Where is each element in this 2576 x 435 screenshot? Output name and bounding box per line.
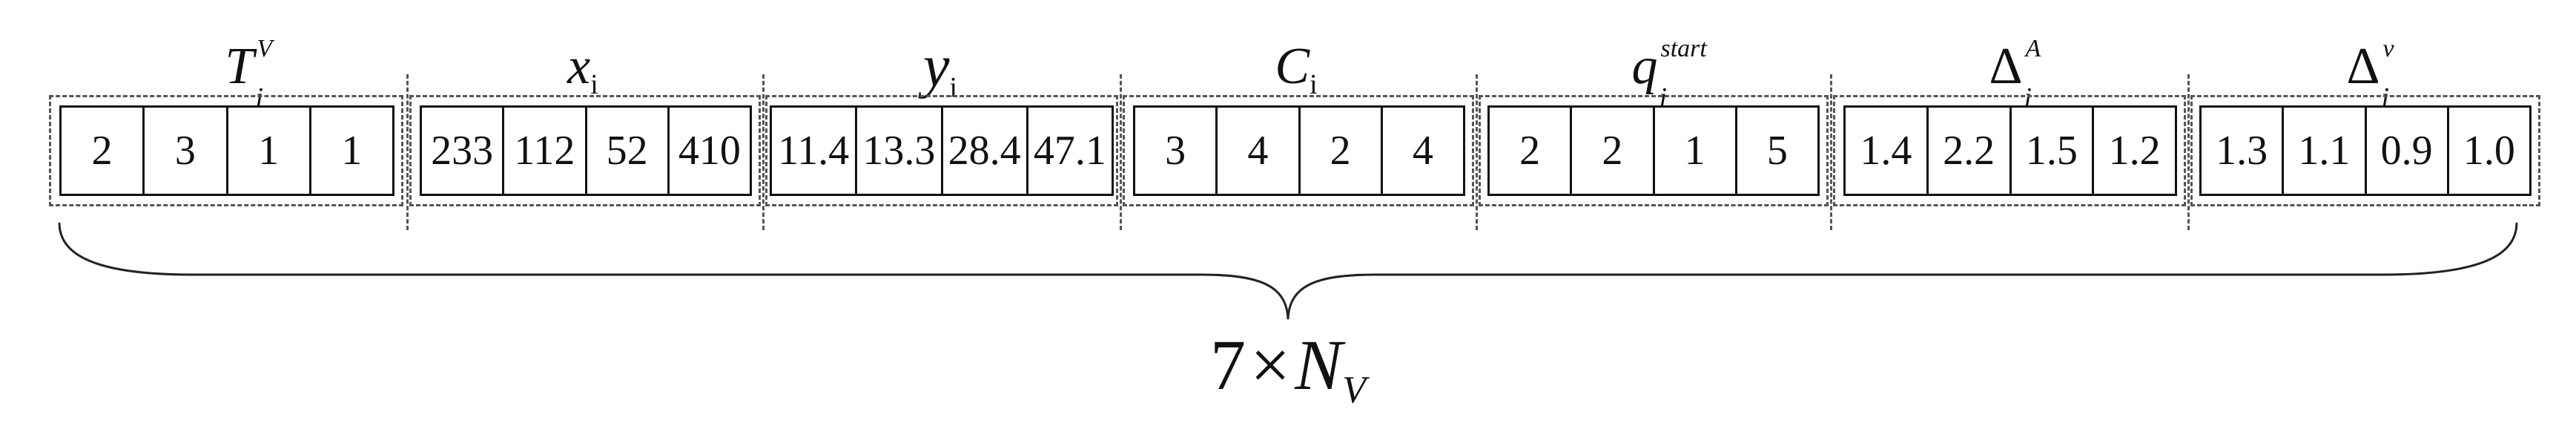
segment-group-delta-v	[2190, 95, 2540, 206]
segment-label-y: yi	[764, 30, 1117, 104]
segment-subscript: i	[949, 72, 958, 103]
segment-cells-delta-a: 1.4 2.2 1.5 1.2	[1843, 105, 2177, 196]
segment-group-delta-a	[1833, 95, 2186, 206]
segment-symbol: T	[225, 38, 254, 95]
value-cell: 2	[1490, 108, 1573, 194]
segment-superscript: start	[1660, 35, 1707, 62]
segment-divider	[1476, 74, 1478, 230]
segment-group-tv	[49, 95, 403, 206]
segment-symbol: y	[922, 34, 950, 99]
value-cell: 0.9	[2367, 108, 2449, 194]
segment-symbol: Δ	[1989, 38, 2023, 95]
value-cell: 1.0	[2463, 128, 2515, 174]
segment-subscript: i	[255, 82, 264, 114]
segment-subscript: i	[2381, 82, 2390, 114]
value-cell: 52	[587, 108, 670, 194]
value-cell: 1.4	[1846, 108, 1929, 194]
segment-group-x	[409, 95, 761, 206]
segment-group-qstart	[1479, 95, 1829, 206]
segment-divider	[762, 74, 764, 230]
total-variable: N	[1295, 325, 1343, 405]
segment-cells-x: 233 112 52 410	[420, 105, 752, 196]
value-cell: 1	[341, 128, 363, 174]
value-cell: 1.3	[2202, 108, 2285, 194]
segment-divider	[1830, 74, 1832, 230]
segment-subscript: i	[590, 69, 598, 100]
segment-label-x: xi	[406, 30, 759, 104]
segment-divider	[406, 74, 409, 230]
multiply-sign: ×	[1250, 325, 1291, 405]
segment-symbol: C	[1275, 38, 1310, 95]
total-subscript: V	[1342, 369, 1366, 411]
segment-divider	[1120, 74, 1122, 230]
value-cell: 1.5	[2012, 108, 2095, 194]
segment-cells-tv: 2 3 1 1	[59, 105, 394, 196]
value-cell: 13.3	[857, 108, 943, 194]
segment-symbol: x	[567, 38, 591, 95]
total-coefficient: 7	[1210, 325, 1246, 405]
value-cell: 1	[228, 108, 311, 194]
value-cell: 2	[62, 108, 145, 194]
value-cell: 11.4	[772, 108, 858, 194]
segment-group-y	[765, 95, 1118, 206]
value-cell: 5	[1766, 128, 1788, 174]
segment-symbol: q	[1631, 38, 1658, 95]
value-cell: 2	[1572, 108, 1655, 194]
value-cell: 3	[145, 108, 228, 194]
segment-cells-y: 11.4 13.3 28.4 47.1	[770, 105, 1114, 196]
value-cell: 1.2	[2108, 128, 2161, 174]
segment-cells-delta-v: 1.3 1.1 0.9 1.0	[2199, 105, 2532, 196]
value-cell: 233	[422, 108, 505, 194]
segment-cells-c: 3 4 2 4	[1133, 105, 1465, 196]
total-length-label: 7×NV	[1140, 321, 1436, 410]
value-cell: 2.2	[1929, 108, 2012, 194]
segment-divider	[2187, 74, 2190, 230]
segment-label-c: Ci	[1120, 30, 1473, 104]
value-cell: 4	[1218, 108, 1301, 194]
value-cell: 1.1	[2284, 108, 2367, 194]
value-cell: 410	[678, 128, 741, 174]
segment-subscript: i	[1659, 82, 1668, 114]
segment-superscript: A	[2025, 35, 2041, 62]
segment-subscript: i	[1310, 69, 1318, 100]
segment-superscript: V	[257, 35, 273, 62]
segment-cells-qstart: 2 2 1 5	[1487, 105, 1820, 196]
value-cell: 47.1	[1033, 128, 1106, 174]
value-cell: 2	[1301, 108, 1383, 194]
value-cell: 1	[1655, 108, 1737, 194]
value-cell: 28.4	[943, 108, 1028, 194]
value-cell: 112	[504, 108, 587, 194]
value-cell: 4	[1412, 128, 1433, 174]
segment-group-c	[1123, 95, 1474, 206]
value-cell: 3	[1135, 108, 1218, 194]
segment-superscript: v	[2382, 35, 2394, 62]
segment-symbol: Δ	[2346, 38, 2380, 95]
segment-subscript: i	[2024, 82, 2032, 114]
